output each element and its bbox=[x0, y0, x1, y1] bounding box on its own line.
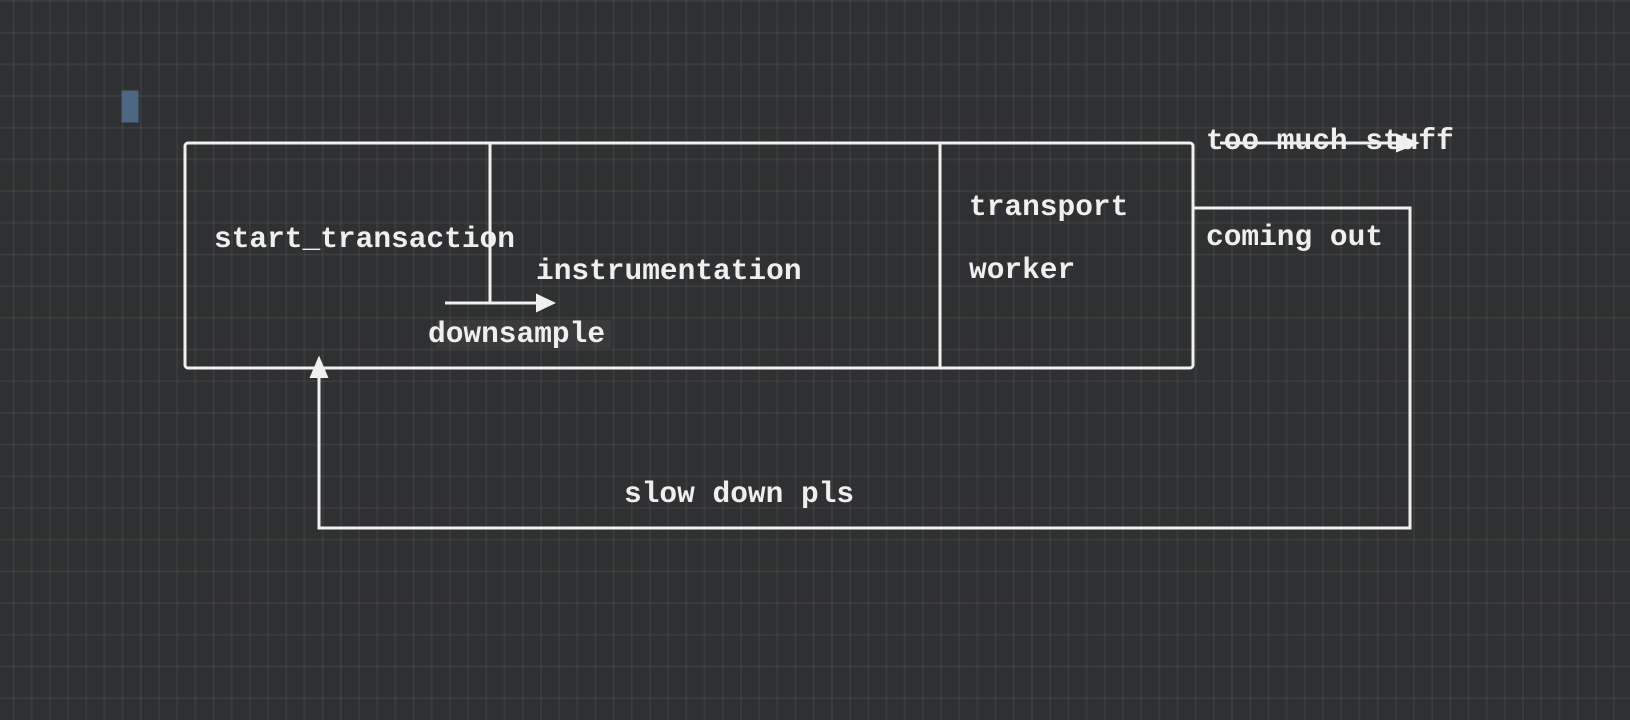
arrow-right-icon bbox=[1396, 133, 1420, 153]
label-transport[interactable]: transport bbox=[969, 190, 1129, 224]
output-arrow[interactable] bbox=[1220, 133, 1420, 153]
label-worker[interactable]: worker bbox=[969, 253, 1076, 287]
label-downsample[interactable]: downsample bbox=[428, 317, 606, 351]
arrow-up-icon bbox=[309, 355, 329, 378]
label-start-transaction[interactable]: start_transaction bbox=[214, 222, 515, 256]
downsample-arrow[interactable] bbox=[445, 293, 556, 313]
text-cursor-block bbox=[121, 90, 139, 123]
feedback-loop-path bbox=[317, 206, 1412, 530]
downsample-highlight bbox=[436, 320, 611, 348]
label-output-note[interactable]: too much stuff coming out bbox=[1206, 63, 1454, 317]
arrow-right-icon bbox=[536, 293, 556, 313]
label-output-note-line2: coming out bbox=[1206, 219, 1384, 254]
label-instrumentation[interactable]: instrumentation bbox=[536, 254, 802, 288]
label-feedback-note[interactable]: slow down pls bbox=[624, 477, 855, 511]
pipeline-box[interactable] bbox=[183, 141, 1195, 370]
feedback-loop[interactable] bbox=[309, 206, 1412, 530]
label-output-note-line1: too much stuff bbox=[1206, 124, 1454, 159]
